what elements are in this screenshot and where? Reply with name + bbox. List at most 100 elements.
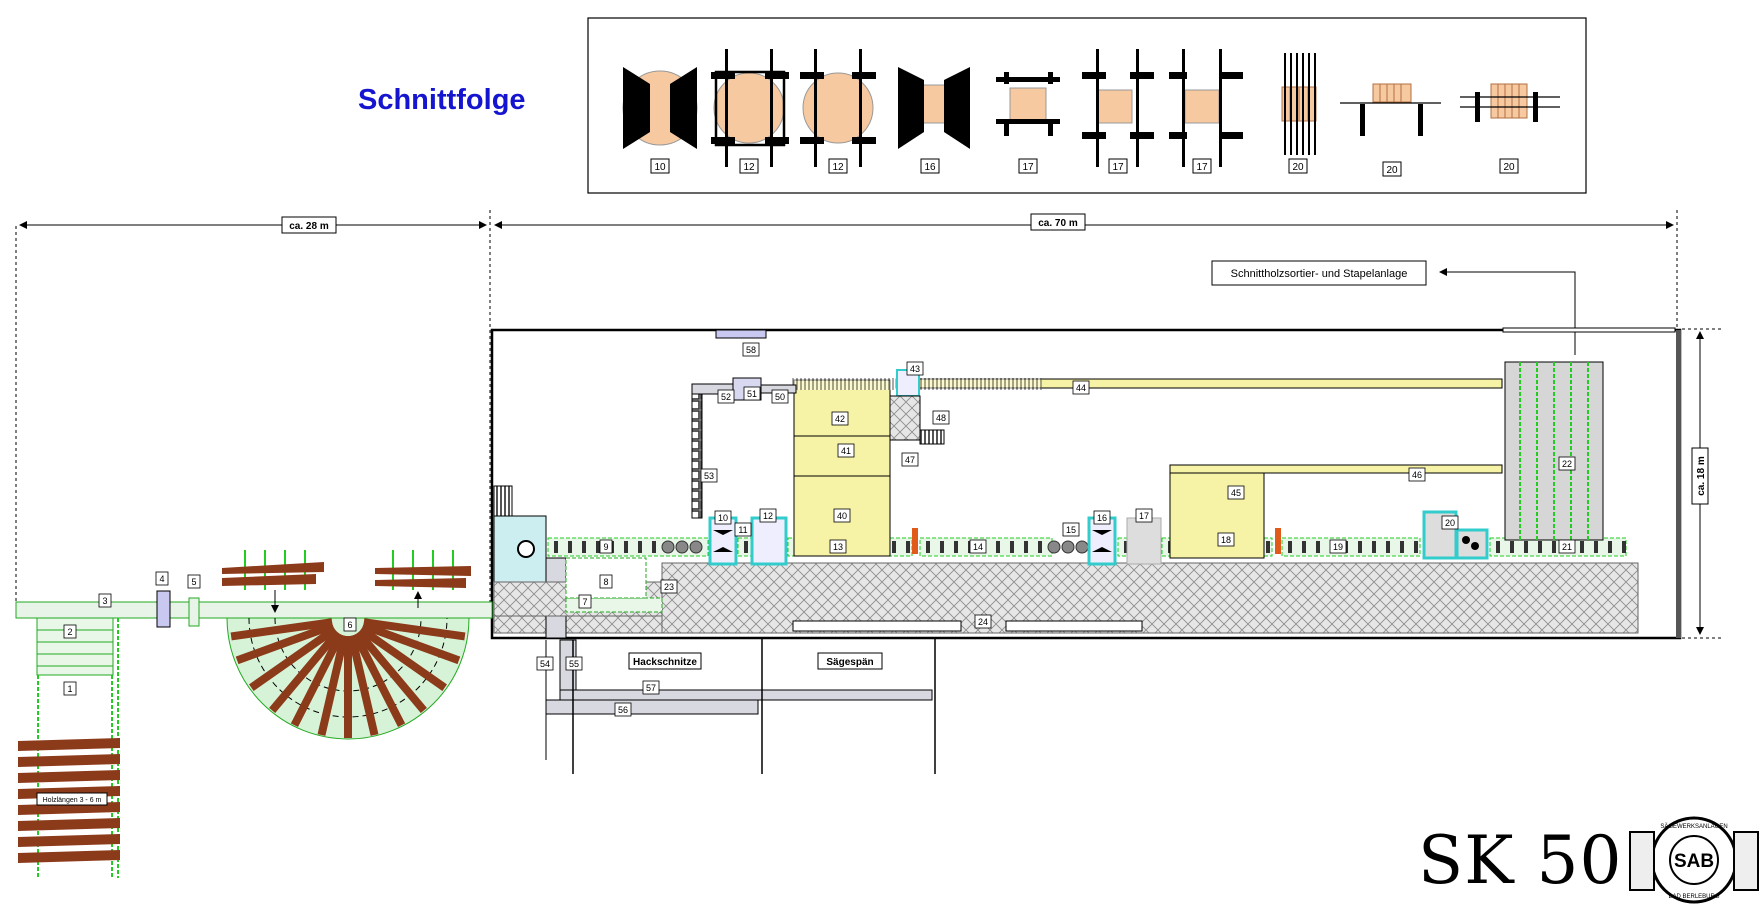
feed-roll: [675, 540, 689, 554]
marker-box: [742, 342, 760, 357]
log: [18, 754, 120, 767]
dim-right-label: ca. 70 m: [1038, 218, 1078, 229]
marker-label: 46: [1412, 470, 1422, 480]
marker-label: 19: [1333, 542, 1343, 552]
roller: [568, 541, 572, 553]
machine-20b: [1455, 528, 1489, 560]
marker-label: 5: [191, 577, 196, 587]
marker-box: [578, 594, 592, 609]
sequence-label-box: [1018, 158, 1038, 174]
marker-box: [714, 510, 732, 525]
marker-box: [599, 574, 613, 589]
marker-box: [771, 389, 789, 404]
machine-16: [1087, 516, 1117, 566]
radial-log: [317, 634, 349, 736]
sequence-label-box: [1288, 158, 1308, 174]
marker-label: 23: [664, 582, 674, 592]
roller: [996, 541, 1000, 553]
roller: [1288, 541, 1292, 553]
roller: [1386, 541, 1390, 553]
radial-log: [290, 632, 345, 727]
roller: [1538, 541, 1542, 553]
marker-box: [901, 452, 919, 467]
marker-label: 57: [646, 683, 656, 693]
roll-icon-a: [1462, 536, 1470, 544]
sequence-label: 20: [1292, 162, 1304, 173]
log-lengths-label: Holzlängen 3 - 6 m: [43, 797, 102, 804]
marker-label: 4: [159, 574, 164, 584]
marker-label: 1: [67, 684, 72, 694]
marker-box: [98, 593, 112, 608]
marker-box: [969, 539, 987, 554]
radial-log: [358, 625, 447, 691]
roller: [1372, 541, 1376, 553]
roller: [744, 541, 748, 553]
sequence-label-box: [739, 158, 759, 174]
radial-log: [361, 621, 461, 665]
duct-56: [545, 699, 759, 715]
marker-box: [642, 680, 660, 695]
marker-box: [536, 656, 554, 671]
cabin-stairs: [493, 485, 513, 517]
roller: [652, 541, 656, 553]
chips-label: Hackschnitze: [633, 657, 697, 668]
radial-log: [249, 625, 338, 691]
roller: [1552, 541, 1556, 553]
floor-hatch-left: [493, 615, 663, 634]
operator-icon: [517, 540, 535, 558]
sequence-label-box: [828, 158, 848, 174]
roller: [1414, 541, 1418, 553]
roller: [1358, 541, 1362, 553]
marker-label: 58: [746, 345, 756, 355]
marker-box: [614, 702, 632, 717]
roller: [892, 541, 896, 553]
dim-box-left: [281, 216, 337, 234]
marker-label: 16: [1097, 513, 1107, 523]
roller: [1608, 541, 1612, 553]
marker-box: [831, 411, 849, 426]
marker-box: [1408, 467, 1426, 482]
radial-log: [230, 618, 333, 641]
block-4: [156, 590, 171, 628]
machine-10: [708, 516, 738, 566]
marker-label: 24: [978, 617, 988, 627]
sequence-label: 12: [743, 162, 755, 173]
sawdust-label: Sägespän: [826, 657, 873, 668]
marker-box: [187, 574, 201, 589]
marker-label: 55: [569, 659, 579, 669]
marker-label: 22: [1562, 459, 1572, 469]
sequence-label: 17: [1022, 162, 1034, 173]
callout-arrow: [1439, 268, 1576, 355]
sequence-label: 17: [1196, 162, 1208, 173]
log: [18, 770, 120, 783]
waste-conveyor-a: [792, 620, 962, 632]
log-lengths-box: [36, 792, 108, 806]
marker-box: [1227, 485, 1245, 500]
pipe-53: [691, 387, 703, 519]
roller: [906, 541, 910, 553]
marker-label: 45: [1231, 488, 1241, 498]
marker-box: [1558, 456, 1576, 471]
sequence-label: 17: [1112, 162, 1124, 173]
feed-roll: [1061, 540, 1075, 554]
marker-box: [700, 468, 718, 483]
marker-box: [155, 571, 169, 586]
marker-label: 9: [603, 542, 608, 552]
log: [18, 818, 120, 831]
roller: [1400, 541, 1404, 553]
roller: [624, 541, 628, 553]
sequence-label-box: [1382, 161, 1402, 177]
sequence-label-box: [1499, 158, 1519, 174]
roller: [1124, 541, 1128, 553]
sequence-label-box: [1192, 158, 1212, 174]
radial-log: [347, 634, 379, 736]
marker-label: 13: [833, 542, 843, 552]
cut-sequence-figures: [622, 49, 1560, 167]
roller: [1580, 541, 1584, 553]
logo-ring-bottom: BAD BERLEBURG: [1668, 894, 1719, 900]
marker-label: 47: [905, 455, 915, 465]
marker-box: [717, 389, 735, 404]
